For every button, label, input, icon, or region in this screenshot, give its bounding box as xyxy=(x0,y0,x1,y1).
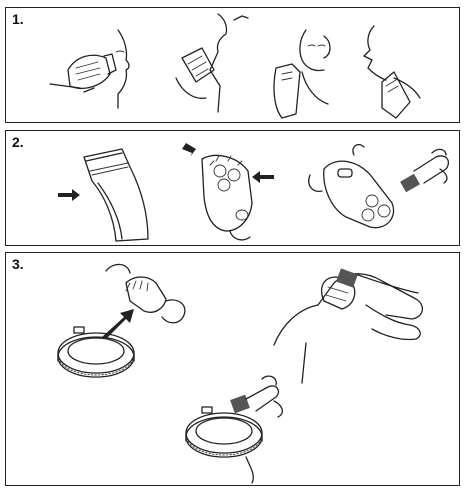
step-3-illustration xyxy=(6,253,458,484)
shaver-head-detached xyxy=(182,143,274,240)
shaving-cheek-figure xyxy=(50,30,129,108)
cleaning-brush-figure xyxy=(309,145,449,228)
shaving-neck-front-figure xyxy=(274,30,330,118)
ring-brush-cleaning xyxy=(186,376,282,483)
arrow-icon xyxy=(102,309,134,339)
shaving-neck-side-figure xyxy=(364,26,420,118)
step-1-illustration xyxy=(6,8,458,121)
shaver-body xyxy=(58,149,148,241)
step-2-illustration xyxy=(6,131,458,244)
brush-bristles xyxy=(230,395,250,414)
arrow-icon xyxy=(58,189,80,201)
arrow-icon xyxy=(182,143,196,157)
shaving-chin-figure xyxy=(176,14,248,112)
cutter-ring-assembly xyxy=(58,264,185,377)
step-2-panel: 2. xyxy=(5,130,460,246)
step-3-panel: 3. xyxy=(5,252,460,486)
arrow-icon xyxy=(252,171,274,183)
brush-bristles xyxy=(400,174,420,192)
step-1-panel: 1. xyxy=(5,7,460,123)
cutter-brush-cleaning xyxy=(274,268,422,383)
brush-bristles xyxy=(336,268,358,287)
